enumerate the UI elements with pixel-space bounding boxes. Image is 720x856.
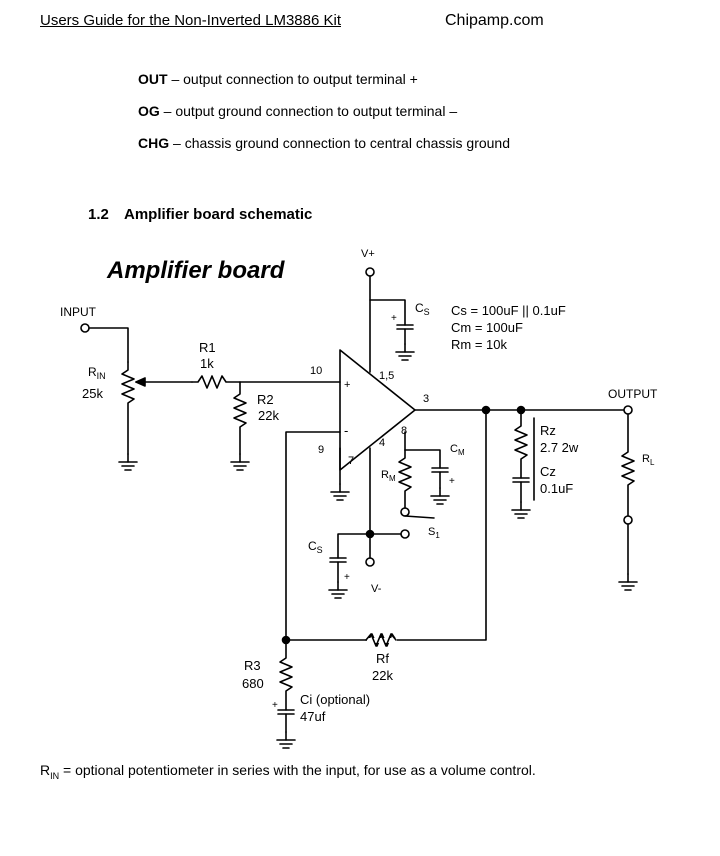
ground-symbol	[618, 573, 638, 591]
ground-symbol	[511, 501, 531, 519]
amplifier-schematic: Amplifier board INPUT RIN 25k R1 1k R2 2…	[60, 248, 658, 749]
r2-label: R2	[257, 392, 274, 407]
output-terminal	[623, 405, 633, 415]
rin-value: 25k	[82, 386, 103, 401]
terminal-desc: output connection to output terminal +	[183, 71, 418, 87]
rf-zigzag	[365, 633, 397, 647]
cap-polarity: +	[344, 572, 350, 583]
vminus-label: V-	[371, 583, 382, 595]
ground-symbol	[276, 731, 296, 749]
wiper-arrow	[135, 377, 146, 387]
rz-label: Rz	[540, 423, 556, 438]
r3-resistor	[279, 639, 293, 711]
r2-value: 22k	[258, 408, 279, 423]
section-heading: 1.2 Amplifier board schematic	[88, 206, 312, 223]
footer-symbol: R	[40, 762, 51, 778]
ground-symbol	[430, 487, 450, 505]
terminal-item: CHG – chassis ground connection to centr…	[138, 135, 511, 151]
rm-resistor	[398, 449, 412, 509]
footer-symbol-sub: IN	[50, 770, 60, 781]
rz-value: 2.7 2w	[540, 440, 579, 455]
cap-value-note: Cm = 100uF	[451, 320, 523, 335]
pin-label: 1,5	[379, 370, 394, 382]
cs-top-wire	[369, 299, 406, 326]
pin-label: 8	[401, 425, 407, 437]
cap-value-note: Cs = 100uF || 0.1uF	[451, 303, 566, 318]
r3-value: 680	[242, 676, 264, 691]
terminal-term: OG	[138, 103, 160, 119]
cs-top-label: CS	[415, 301, 430, 317]
cap-value-note: Rm = 10k	[451, 337, 507, 352]
cap-polarity: +	[272, 700, 278, 711]
vplus-label: V+	[361, 248, 375, 260]
ground-symbol	[118, 453, 138, 471]
s1-label: S1	[428, 526, 440, 540]
cz-label: Cz	[540, 464, 556, 479]
cs-bottom-wire	[337, 533, 371, 559]
input-terminal	[80, 323, 90, 333]
vplus-terminal	[365, 267, 375, 277]
opamp-plus: +	[344, 379, 350, 391]
cap-polarity: +	[391, 313, 397, 324]
load-terminal	[623, 515, 633, 525]
ci-value: 47uf	[300, 709, 326, 724]
rl-label: RL	[642, 453, 655, 467]
ground-symbol	[230, 453, 250, 471]
terminal-item: OG – output ground connection to output …	[138, 103, 458, 119]
footer-text: = optional potentiometer in series with …	[59, 762, 536, 778]
cs-bottom-label: CS	[308, 539, 323, 555]
section-title: Amplifier board schematic	[124, 206, 313, 223]
r1-value: 1k	[200, 356, 214, 371]
s1-contact	[400, 507, 410, 517]
r3-label: R3	[244, 658, 261, 673]
opamp-triangle	[339, 349, 416, 471]
input-wire	[88, 327, 129, 363]
rl-resistor	[621, 413, 635, 517]
vminus-terminal	[365, 557, 375, 567]
section-number: 1.2	[88, 206, 109, 223]
ground-symbol	[330, 483, 350, 501]
rm-label: RM	[381, 469, 396, 483]
schematic-title: Amplifier board	[106, 257, 286, 284]
input-label: INPUT	[60, 305, 97, 319]
rin-label: RIN	[88, 365, 106, 381]
footer-note: RIN = optional potentiometer in series w…	[40, 762, 536, 781]
pin-label: 7	[348, 455, 354, 467]
rf-gap	[367, 638, 397, 643]
document-header-site: Chipamp.com	[445, 12, 544, 29]
pin-label: 4	[379, 437, 385, 449]
ground-symbol	[328, 581, 348, 599]
cm-wire	[404, 449, 441, 469]
document-header-title: Users Guide for the Non-Inverted LM3886 …	[40, 12, 341, 29]
pin-label: 9	[318, 444, 324, 456]
rf-label: Rf	[376, 651, 389, 666]
terminal-term: OUT	[138, 71, 168, 87]
output-label: OUTPUT	[608, 387, 658, 401]
rin-potentiometer	[121, 361, 135, 455]
cap-polarity: +	[449, 476, 455, 487]
s1-switch-arm	[404, 515, 435, 519]
r1-label: R1	[199, 340, 216, 355]
ci-label: Ci (optional)	[300, 692, 370, 707]
r2-resistor	[233, 381, 247, 455]
cm-label: CM	[450, 443, 465, 457]
ground-symbol	[395, 343, 415, 361]
cz-value: 0.1uF	[540, 481, 573, 496]
s1-contact	[400, 529, 410, 539]
terminal-desc: chassis ground connection to central cha…	[184, 135, 511, 151]
rz-resistor	[514, 409, 528, 479]
terminal-item: OUT – output connection to output termin…	[138, 71, 418, 87]
opamp-minus: -	[344, 423, 348, 438]
terminal-list: OUT – output connection to output termin…	[138, 70, 510, 166]
r1-resistor	[191, 375, 241, 389]
pin-label: 3	[423, 393, 429, 405]
terminal-term: CHG	[138, 135, 170, 151]
pin-label: 10	[310, 365, 322, 377]
rf-value: 22k	[372, 668, 393, 683]
terminal-desc: output ground connection to output termi…	[175, 103, 458, 119]
